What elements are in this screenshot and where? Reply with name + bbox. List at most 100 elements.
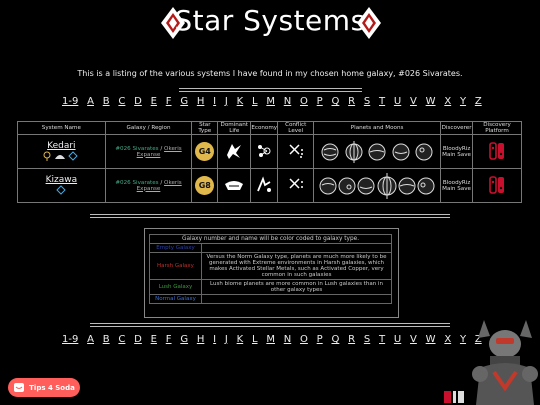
galaxy-link[interactable]: #026 Sivarates — [115, 179, 159, 186]
conflict-cell — [277, 168, 315, 203]
alpha-link[interactable]: U — [393, 334, 402, 345]
alpha-link[interactable]: 1-9 — [62, 96, 79, 107]
alpha-link[interactable]: P — [316, 334, 323, 345]
alpha-link[interactable]: W — [425, 96, 436, 107]
alpha-link[interactable]: H — [196, 334, 205, 345]
region-link[interactable]: Okeris Expanse — [136, 145, 182, 158]
alpha-link[interactable]: Z — [474, 96, 482, 107]
alpha-link[interactable]: Y — [459, 334, 467, 345]
alpha-link[interactable]: A — [87, 96, 94, 107]
alpha-link[interactable]: I — [213, 96, 217, 107]
alpha-link[interactable]: Q — [331, 96, 340, 107]
legend-desc: Versus the Norm Galaxy type, planets are… — [201, 252, 392, 280]
alpha-link[interactable]: T — [379, 96, 386, 107]
alpha-link[interactable]: J — [224, 334, 228, 345]
planet-icon[interactable] — [392, 143, 410, 161]
legend-type: Harsh Galaxy — [149, 252, 202, 280]
alpha-link[interactable]: L — [251, 96, 258, 107]
conflict-cell — [277, 134, 315, 169]
legend-desc — [201, 294, 392, 304]
alpha-link[interactable]: G — [180, 334, 189, 345]
planet-icon[interactable] — [417, 177, 435, 195]
alpha-link[interactable]: K — [236, 334, 244, 345]
alpha-link[interactable]: I — [213, 334, 217, 345]
star-type-cell: G4 — [191, 134, 219, 169]
alpha-link[interactable]: G — [180, 96, 189, 107]
alpha-link[interactable]: X — [444, 334, 452, 345]
alpha-link[interactable]: Z — [474, 334, 482, 345]
alpha-link[interactable]: D — [134, 96, 142, 107]
alpha-link[interactable]: H — [196, 96, 205, 107]
column-header: Economy — [250, 121, 279, 135]
alpha-link[interactable]: X — [444, 96, 452, 107]
alpha-link[interactable]: C — [118, 334, 126, 345]
alpha-link[interactable]: N — [283, 334, 292, 345]
alpha-link[interactable]: T — [379, 334, 386, 345]
alpha-link[interactable]: O — [300, 96, 308, 107]
alpha-link[interactable]: Y — [459, 96, 467, 107]
alpha-link[interactable]: F — [165, 96, 172, 107]
planet-icon[interactable] — [345, 140, 363, 163]
planet-icon[interactable] — [319, 177, 337, 195]
economy-icon — [258, 144, 271, 157]
alpha-link[interactable]: N — [283, 96, 292, 107]
planet-icon[interactable] — [321, 143, 339, 161]
system-name-cell: Kedari — [17, 134, 106, 169]
systems-table: System Name Galaxy / Region Star Type Do… — [17, 121, 522, 203]
alpha-link[interactable]: B — [102, 96, 110, 107]
alpha-link[interactable]: E — [150, 334, 157, 345]
system-name-link[interactable]: Kedari — [47, 140, 76, 151]
alpha-link[interactable]: U — [393, 96, 402, 107]
alpha-link[interactable]: M — [266, 96, 275, 107]
alpha-link[interactable]: M — [266, 334, 275, 345]
alpha-link[interactable]: B — [102, 334, 110, 345]
galaxy-link[interactable]: #026 Sivarates — [115, 145, 159, 152]
column-header: Discovery Platform — [472, 121, 522, 135]
alpha-link[interactable]: S — [363, 96, 371, 107]
alpha-link[interactable]: E — [150, 96, 157, 107]
alpha-link[interactable]: Q — [331, 334, 340, 345]
alpha-link[interactable]: L — [251, 334, 258, 345]
legend-type: Lush Galaxy — [149, 279, 202, 295]
economy-cell — [250, 134, 279, 169]
system-name-link[interactable]: Kizawa — [45, 174, 78, 185]
planet-icon[interactable] — [415, 143, 433, 161]
alpha-link[interactable]: C — [118, 96, 126, 107]
page-title: Star Systems — [174, 4, 366, 37]
planet-icon[interactable] — [398, 177, 416, 195]
alpha-link[interactable]: K — [236, 96, 244, 107]
column-header: Discoverer — [440, 121, 474, 135]
platform-cell — [472, 168, 522, 203]
region-link[interactable]: Okeris Expanse — [136, 179, 182, 192]
alpha-link[interactable]: F — [165, 334, 172, 345]
legend-desc: Lush biome planets are more common in Lu… — [201, 279, 392, 295]
switch-icon — [489, 141, 505, 160]
save-name: Main Save — [442, 185, 471, 192]
alpha-link[interactable]: V — [410, 334, 417, 345]
planet-icon[interactable] — [368, 143, 386, 161]
planet-icon[interactable] — [357, 177, 375, 195]
page-header: Star Systems — [0, 0, 540, 44]
star-type-cell: G8 — [191, 168, 219, 203]
alpha-link[interactable]: 1-9 — [62, 334, 79, 345]
alpha-link[interactable]: V — [410, 96, 417, 107]
alpha-link[interactable]: O — [300, 334, 308, 345]
table-row: Kizawa #026 Sivarates / Okeris Expanse G… — [17, 168, 522, 203]
planet-icon[interactable] — [338, 177, 356, 195]
alpha-link[interactable]: R — [348, 334, 356, 345]
tips-for-soda-button[interactable]: Tips 4 Soda — [8, 378, 80, 397]
system-name-cell: Kizawa — [17, 168, 106, 203]
alpha-link[interactable]: R — [348, 96, 356, 107]
alpha-link[interactable]: D — [134, 334, 142, 345]
alpha-link[interactable]: W — [425, 334, 436, 345]
planet-icon[interactable] — [377, 172, 397, 199]
system-attribute-icons — [43, 150, 79, 161]
alpha-link[interactable]: P — [316, 96, 323, 107]
alpha-link[interactable]: S — [363, 334, 371, 345]
divider — [179, 88, 362, 92]
save-name: Main Save — [442, 151, 471, 158]
alpha-link[interactable]: J — [224, 96, 228, 107]
discoverer-cell: BloodyRiz Main Save — [440, 168, 474, 203]
intro-text: This is a listing of the various systems… — [77, 69, 463, 78]
alpha-link[interactable]: A — [87, 334, 94, 345]
